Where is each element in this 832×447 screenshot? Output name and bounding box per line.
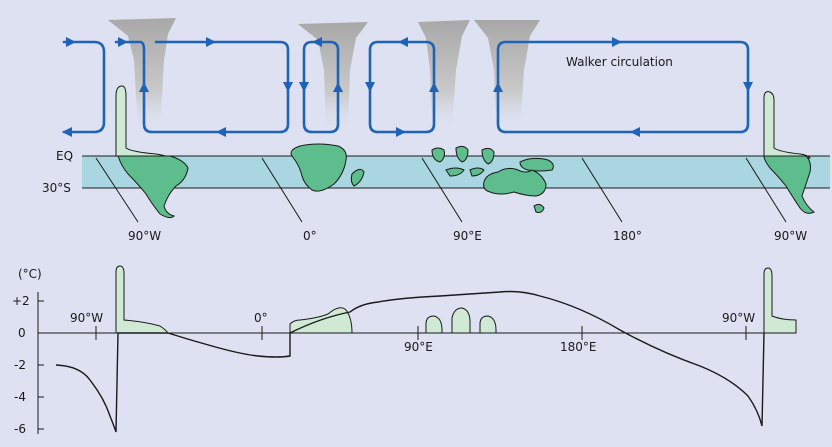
- walker-loops: [62, 40, 750, 134]
- africa: [290, 143, 347, 192]
- convection-clouds: [108, 18, 540, 130]
- arrow-icon: [333, 82, 343, 92]
- top-map-panel: Walker circulation EQ 30°S: [42, 18, 830, 243]
- arrow-icon: [283, 82, 293, 92]
- arrow-icon: [62, 127, 72, 137]
- y-tick-label: -2: [14, 358, 26, 372]
- profile-lon-label-90w-left: 90°W: [70, 311, 103, 325]
- arrow-icon: [493, 82, 503, 92]
- walker-loop-3: [368, 40, 436, 134]
- tasmania: [533, 203, 545, 213]
- andes-elevation-west: [115, 85, 172, 159]
- walker-loop-west-edge: [62, 40, 106, 134]
- lon-label-180: 180°: [613, 229, 642, 243]
- lon-label-90w-left: 90°W: [128, 229, 161, 243]
- profile-lon-label-0: 0°: [254, 311, 268, 325]
- temperature-profile-panel: (°C) +2 0 -2 -4 -6: [12, 265, 797, 436]
- arrow-icon: [216, 127, 226, 137]
- walker-loop-4: [496, 40, 750, 134]
- cloud-tower-4: [474, 20, 540, 130]
- arrow-icon: [312, 37, 322, 47]
- y-tick-label: 0: [18, 326, 26, 340]
- walker-circulation-label: Walker circulation: [566, 55, 673, 69]
- walker-loop-2: [302, 40, 340, 134]
- longitude-lines: [95, 157, 787, 223]
- arrow-icon: [206, 37, 216, 47]
- lat-label-eq: EQ: [56, 149, 73, 163]
- arrow-icon: [396, 127, 406, 137]
- maritime-continent: [431, 145, 554, 177]
- south-america-west: [117, 155, 189, 219]
- y-tick-label: -6: [14, 422, 26, 436]
- cloud-tower-2: [298, 22, 368, 130]
- profile-landmasses: [115, 265, 797, 334]
- arrow-icon: [398, 37, 408, 47]
- arrow-icon: [612, 37, 622, 47]
- profile-andes-east: [763, 267, 797, 334]
- lon-label-90e: 90°E: [453, 229, 482, 243]
- arrow-icon: [365, 82, 375, 92]
- profile-longitude-ticks: [95, 326, 747, 340]
- walker-arrows: [62, 37, 753, 137]
- arrow-icon: [66, 37, 76, 47]
- andes-elevation-east: [763, 91, 811, 159]
- madagascar: [350, 168, 365, 187]
- profile-lon-label-180e: 180°E: [560, 340, 597, 354]
- arrow-icon: [630, 127, 640, 137]
- arrow-icon: [299, 82, 309, 92]
- arrow-icon: [118, 37, 128, 47]
- arrow-icon: [429, 82, 439, 92]
- profile-lon-label-90e: 90°E: [404, 340, 433, 354]
- temperature-anomaly-curve: [55, 290, 765, 433]
- lon-label-90w-right: 90°W: [774, 229, 807, 243]
- profile-island-1: [425, 315, 443, 334]
- y-tick-label: +2: [12, 294, 30, 308]
- profile-andes-west: [115, 265, 169, 334]
- lat-label-30s: 30°S: [42, 181, 71, 195]
- profile-lon-label-90w-right: 90°W: [722, 311, 755, 325]
- south-america-east: [763, 155, 815, 214]
- temperature-unit-label: (°C): [18, 267, 42, 281]
- cloud-tower-1: [108, 18, 176, 130]
- y-axis-ticks: [38, 300, 44, 430]
- australia: [483, 167, 547, 197]
- cloud-tower-3: [418, 20, 470, 130]
- profile-island-2: [451, 307, 471, 334]
- profile-island-3: [479, 315, 497, 334]
- arrow-icon: [139, 82, 149, 92]
- lon-label-0: 0°: [303, 229, 317, 243]
- y-tick-label: -4: [14, 390, 26, 404]
- arrow-icon: [743, 82, 753, 92]
